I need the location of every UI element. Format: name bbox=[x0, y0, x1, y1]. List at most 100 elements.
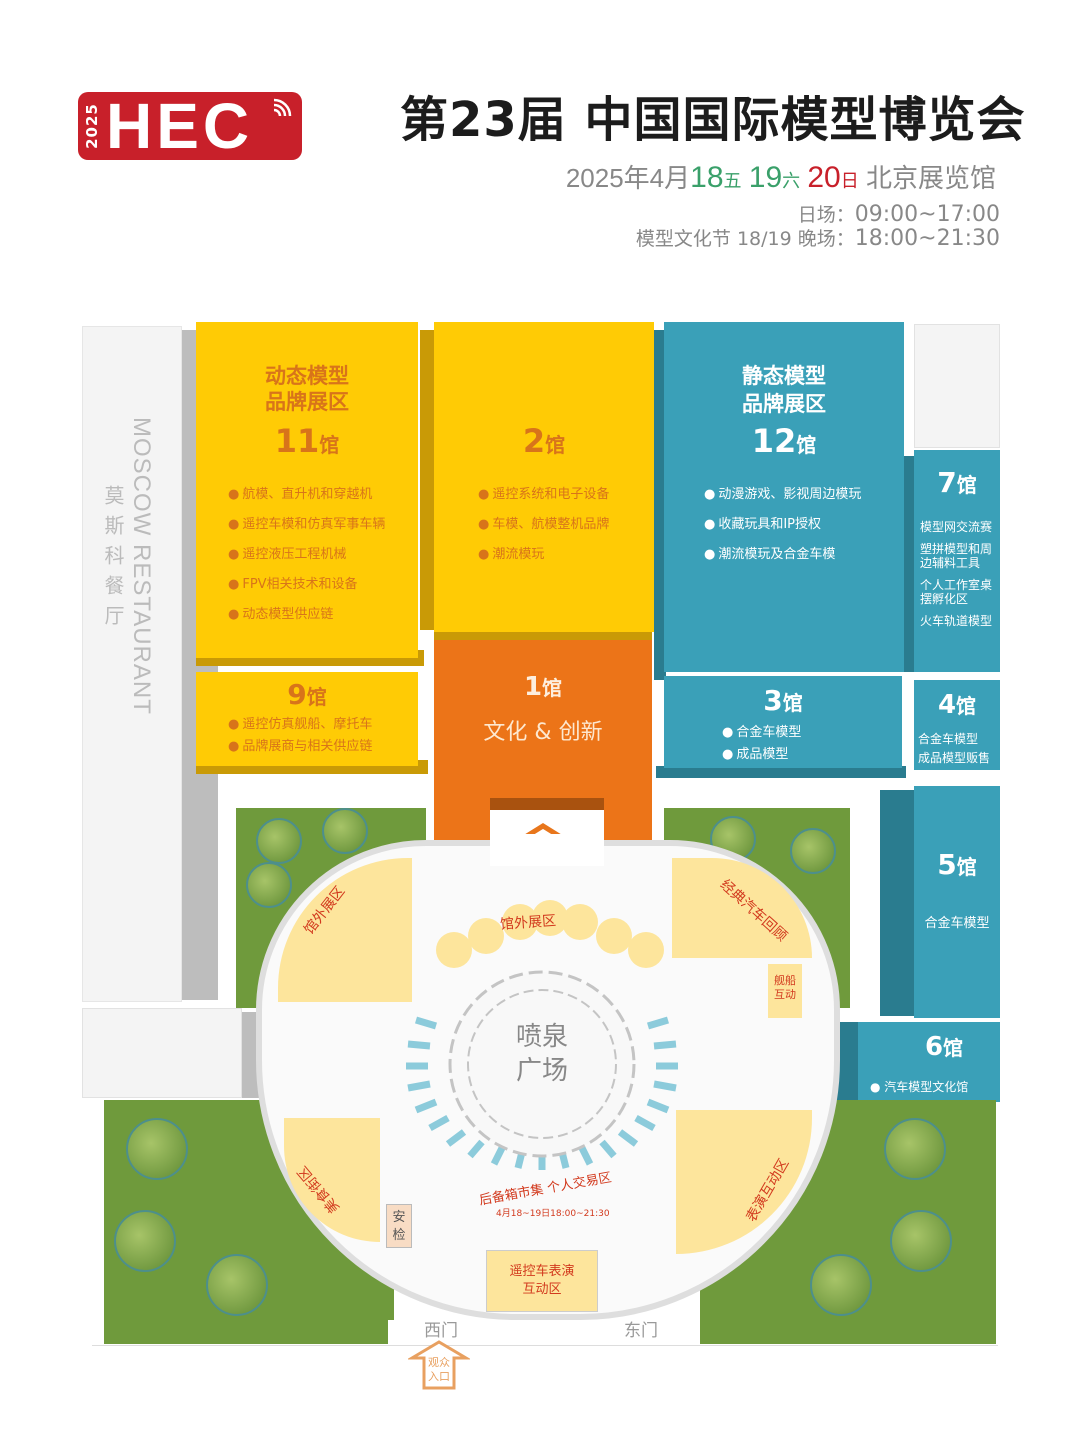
plaza-gap bbox=[490, 834, 604, 866]
list-item: 车模、航模整机品牌 bbox=[478, 510, 609, 540]
hall-11-title: 动态模型 bbox=[265, 364, 349, 388]
zone-market-time: 4月18~19日18:00~21:30 bbox=[496, 1209, 610, 1219]
hours-time: 09:00~17:00 bbox=[854, 202, 1000, 227]
list-item: 潮流模玩 bbox=[478, 540, 609, 570]
hall-1-notch bbox=[490, 798, 604, 810]
weekday-20: 日 bbox=[840, 171, 859, 191]
venue: 北京展览馆 bbox=[865, 163, 996, 193]
list-item: FPV相关技术和设备 bbox=[228, 570, 385, 600]
hall-6-number: 6馆 bbox=[924, 1032, 964, 1062]
list-item: 遥控车模和仿真军事车辆 bbox=[228, 510, 385, 540]
hall-7[interactable]: 7馆 模型网交流赛 塑拼模型和周边辅料工具 个人工作室桌摆孵化区 火车轨道模型 bbox=[914, 450, 1000, 672]
list-item: 动漫游戏、影视周边模玩 bbox=[704, 480, 861, 510]
hall-7-number: 7馆 bbox=[937, 466, 977, 499]
hall-2-side bbox=[420, 330, 434, 630]
tree-icon bbox=[890, 1210, 952, 1272]
list-item: 航模、直升机和穿越机 bbox=[228, 480, 385, 510]
label: 安 bbox=[392, 1210, 406, 1225]
label: 检 bbox=[392, 1228, 406, 1243]
fountain-label: 喷泉 广场 bbox=[396, 1020, 688, 1088]
hall-11[interactable]: 动态模型 品牌展区 11馆 航模、直升机和穿越机 遥控车模和仿真军事车辆 遥控液… bbox=[196, 322, 418, 658]
label: 舰船 bbox=[774, 974, 796, 987]
list-item: 合金车模型 bbox=[722, 722, 801, 744]
label: 遥控车表演 bbox=[509, 1264, 575, 1279]
map-boundary bbox=[92, 1345, 998, 1351]
hall-2-items: 遥控系统和电子设备 车模、航模整机品牌 潮流模玩 bbox=[478, 480, 609, 570]
date-20: 20 bbox=[807, 161, 841, 194]
tree-icon bbox=[246, 862, 292, 908]
tree-icon bbox=[114, 1210, 176, 1272]
list-item: 收藏玩具和IP授权 bbox=[704, 510, 861, 540]
logo-text: HEC bbox=[106, 90, 254, 162]
list-item: 遥控液压工程机械 bbox=[228, 540, 385, 570]
hall-3-items: 合金车模型 成品模型 bbox=[722, 722, 801, 766]
tree-icon bbox=[884, 1118, 946, 1180]
day-hours: 日场：09:00~17:00 bbox=[798, 200, 1000, 227]
hall-11-subtitle: 品牌展区 bbox=[265, 390, 349, 414]
tree-icon bbox=[126, 1118, 188, 1180]
zone-ship-interactive[interactable]: 舰船互动 bbox=[768, 964, 802, 1018]
hall-7-side bbox=[904, 456, 916, 672]
list-item: 遥控仿真舰船、摩托车 bbox=[228, 714, 372, 736]
hall-5-number: 5馆 bbox=[937, 848, 977, 881]
night-hours: 模型文化节 18/19 晚场：18:00~21:30 bbox=[636, 224, 1000, 251]
tree-icon bbox=[810, 1254, 872, 1316]
date-18: 18 bbox=[690, 161, 724, 194]
tree-icon bbox=[256, 818, 302, 864]
fountain-line-2: 广场 bbox=[515, 1056, 568, 1086]
list-item: 潮流模玩及合金车模 bbox=[704, 540, 861, 570]
list-item: 个人工作室桌摆孵化区 bbox=[920, 578, 993, 606]
list-item: 火车轨道模型 bbox=[920, 614, 993, 628]
list-item: 合金车模型 bbox=[918, 732, 979, 746]
hall-9[interactable]: 9馆 遥控仿真舰船、摩托车 品牌展商与相关供应链 bbox=[196, 672, 418, 766]
label: 入口 bbox=[428, 1370, 450, 1383]
hall-4[interactable]: 4馆 合金车模型 成品模型贩售 bbox=[914, 680, 1000, 770]
zone-outdoor-center-label: 馆外展区 bbox=[499, 913, 557, 933]
hours-label: 日场： bbox=[797, 204, 855, 226]
hall-2[interactable]: 2馆 遥控系统和电子设备 车模、航模整机品牌 潮流模玩 bbox=[434, 322, 654, 632]
hall-1-number: 1馆 bbox=[523, 672, 563, 702]
hall-4-number: 4馆 bbox=[937, 690, 977, 720]
entrance-label: 观众入口 bbox=[424, 1356, 454, 1384]
tree-icon bbox=[790, 828, 836, 874]
hall-7-items: 模型网交流赛 塑拼模型和周边辅料工具 个人工作室桌摆孵化区 火车轨道模型 bbox=[920, 520, 1000, 628]
fountain-line-1: 喷泉 bbox=[515, 1022, 568, 1052]
hall-12-items: 动漫游戏、影视周边模玩 收藏玩具和IP授权 潮流模玩及合金车模 bbox=[704, 480, 861, 570]
restaurant-building: MOSCOW RESTAURANT 莫斯科餐厅 bbox=[82, 326, 182, 1002]
list-item: 塑拼模型和周边辅料工具 bbox=[920, 542, 993, 570]
service-building bbox=[914, 324, 1000, 448]
list-item: 遥控系统和电子设备 bbox=[478, 480, 609, 510]
hall-12[interactable]: 静态模型 品牌展区 12馆 动漫游戏、影视周边模玩 收藏玩具和IP授权 潮流模玩… bbox=[664, 322, 904, 672]
tree-icon bbox=[322, 808, 368, 854]
list-item: 品牌展商与相关供应链 bbox=[228, 736, 372, 758]
hall-12-number: 12馆 bbox=[751, 422, 817, 460]
date-19: 19 bbox=[748, 161, 783, 194]
restaurant-name-en: MOSCOW RESTAURANT bbox=[128, 417, 155, 715]
zone-outdoor-center[interactable]: 馆外展区 bbox=[430, 900, 670, 980]
security-check[interactable]: 安检 bbox=[386, 1204, 412, 1248]
hall-1[interactable]: 1馆 文化 & 创新 bbox=[434, 640, 652, 800]
hall-9-items: 遥控仿真舰船、摩托车 品牌展商与相关供应链 bbox=[228, 714, 372, 758]
event-date: 2025年4月18五 19六 20日 北京展览馆 bbox=[566, 158, 996, 195]
hall-5-item: 合金车模型 bbox=[924, 916, 990, 931]
hall-3-number: 3馆 bbox=[763, 684, 803, 717]
label: 互动 bbox=[774, 988, 796, 1001]
hall-11-number: 11馆 bbox=[274, 422, 340, 460]
tree-icon bbox=[206, 1254, 268, 1316]
weekday-18: 五 bbox=[723, 171, 742, 191]
hall-12-side bbox=[654, 330, 666, 680]
hall-6[interactable]: 6馆 ● 汽车模型文化馆 bbox=[858, 1022, 1000, 1102]
list-item: 动态模型供应链 bbox=[228, 600, 385, 630]
logo-year: 2025 bbox=[83, 103, 101, 149]
page-title: 第23届 中国国际模型博览会 bbox=[400, 92, 1026, 148]
hall-3[interactable]: 3馆 合金车模型 成品模型 bbox=[664, 676, 902, 768]
hall-5[interactable]: 5馆 合金车模型 bbox=[914, 786, 1000, 1018]
east-gate[interactable]: 东门 bbox=[624, 1321, 658, 1341]
west-gate[interactable]: 西门 bbox=[424, 1321, 458, 1341]
hall-3-base bbox=[656, 766, 906, 778]
gate-area bbox=[388, 1320, 688, 1344]
zone-rc-show[interactable]: 遥控车表演互动区 bbox=[486, 1250, 598, 1312]
hall-12-subtitle: 品牌展区 bbox=[742, 392, 826, 416]
hall-12-title: 静态模型 bbox=[742, 364, 826, 388]
hall-4-items: 合金车模型 成品模型贩售 bbox=[918, 730, 990, 768]
